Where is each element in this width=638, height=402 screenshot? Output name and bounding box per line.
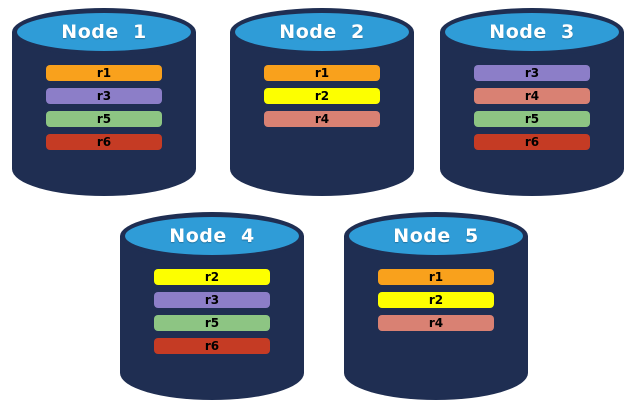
replica-label: r5 <box>524 112 540 126</box>
node-5-cylinder: Node 5 r1 r2 r4 <box>344 212 528 400</box>
replica-bar: r1 <box>264 65 380 81</box>
cylinder-top: Node 4 <box>120 212 304 260</box>
node-3-cylinder: Node 3 r3 r4 r5 r6 <box>440 8 624 196</box>
replica-bar: r2 <box>154 269 270 285</box>
replica-label: r2 <box>314 89 330 103</box>
replica-label: r2 <box>204 270 220 284</box>
replica-label: r6 <box>96 135 112 149</box>
replica-label: r1 <box>96 66 112 80</box>
replica-label: r4 <box>524 89 540 103</box>
replica-bar: r6 <box>46 134 162 150</box>
replica-list: r1 r3 r5 r6 <box>46 65 162 150</box>
cylinder-top: Node 2 <box>230 8 414 56</box>
cylinder-top: Node 1 <box>12 8 196 56</box>
replica-bar: r2 <box>378 292 494 308</box>
replica-label: r5 <box>204 316 220 330</box>
node-title: Node 4 <box>169 225 255 247</box>
replica-bar: r6 <box>474 134 590 150</box>
replica-bar: r6 <box>154 338 270 354</box>
replica-label: r4 <box>314 112 330 126</box>
replica-list: r2 r3 r5 r6 <box>154 269 270 354</box>
replica-label: r3 <box>524 66 540 80</box>
replica-label: r6 <box>524 135 540 149</box>
node-2-cylinder: Node 2 r1 r2 r4 <box>230 8 414 196</box>
replica-label: r2 <box>428 293 444 307</box>
node-title: Node 2 <box>279 21 365 43</box>
node-4-cylinder: Node 4 r2 r3 r5 r6 <box>120 212 304 400</box>
replica-bar: r1 <box>378 269 494 285</box>
replica-bar: r2 <box>264 88 380 104</box>
replica-bar: r1 <box>46 65 162 81</box>
replica-list: r1 r2 r4 <box>264 65 380 127</box>
node-1-cylinder: Node 1 r1 r3 r5 r6 <box>12 8 196 196</box>
replica-list: r1 r2 r4 <box>378 269 494 331</box>
replica-bar: r4 <box>264 111 380 127</box>
replica-list: r3 r4 r5 r6 <box>474 65 590 150</box>
replica-bar: r3 <box>46 88 162 104</box>
node-title: Node 1 <box>61 21 147 43</box>
node-title: Node 5 <box>393 225 479 247</box>
replica-label: r1 <box>428 270 444 284</box>
replica-label: r3 <box>96 89 112 103</box>
replica-bar: r3 <box>154 292 270 308</box>
replica-bar: r4 <box>474 88 590 104</box>
replica-bar: r5 <box>154 315 270 331</box>
replica-bar: r5 <box>474 111 590 127</box>
replica-label: r5 <box>96 112 112 126</box>
node-title: Node 3 <box>489 21 575 43</box>
replica-label: r4 <box>428 316 444 330</box>
replica-label: r3 <box>204 293 220 307</box>
replica-bar: r5 <box>46 111 162 127</box>
cylinder-top: Node 3 <box>440 8 624 56</box>
cylinder-top: Node 5 <box>344 212 528 260</box>
replica-label: r6 <box>204 339 220 353</box>
replica-label: r1 <box>314 66 330 80</box>
replica-bar: r3 <box>474 65 590 81</box>
replica-bar: r4 <box>378 315 494 331</box>
